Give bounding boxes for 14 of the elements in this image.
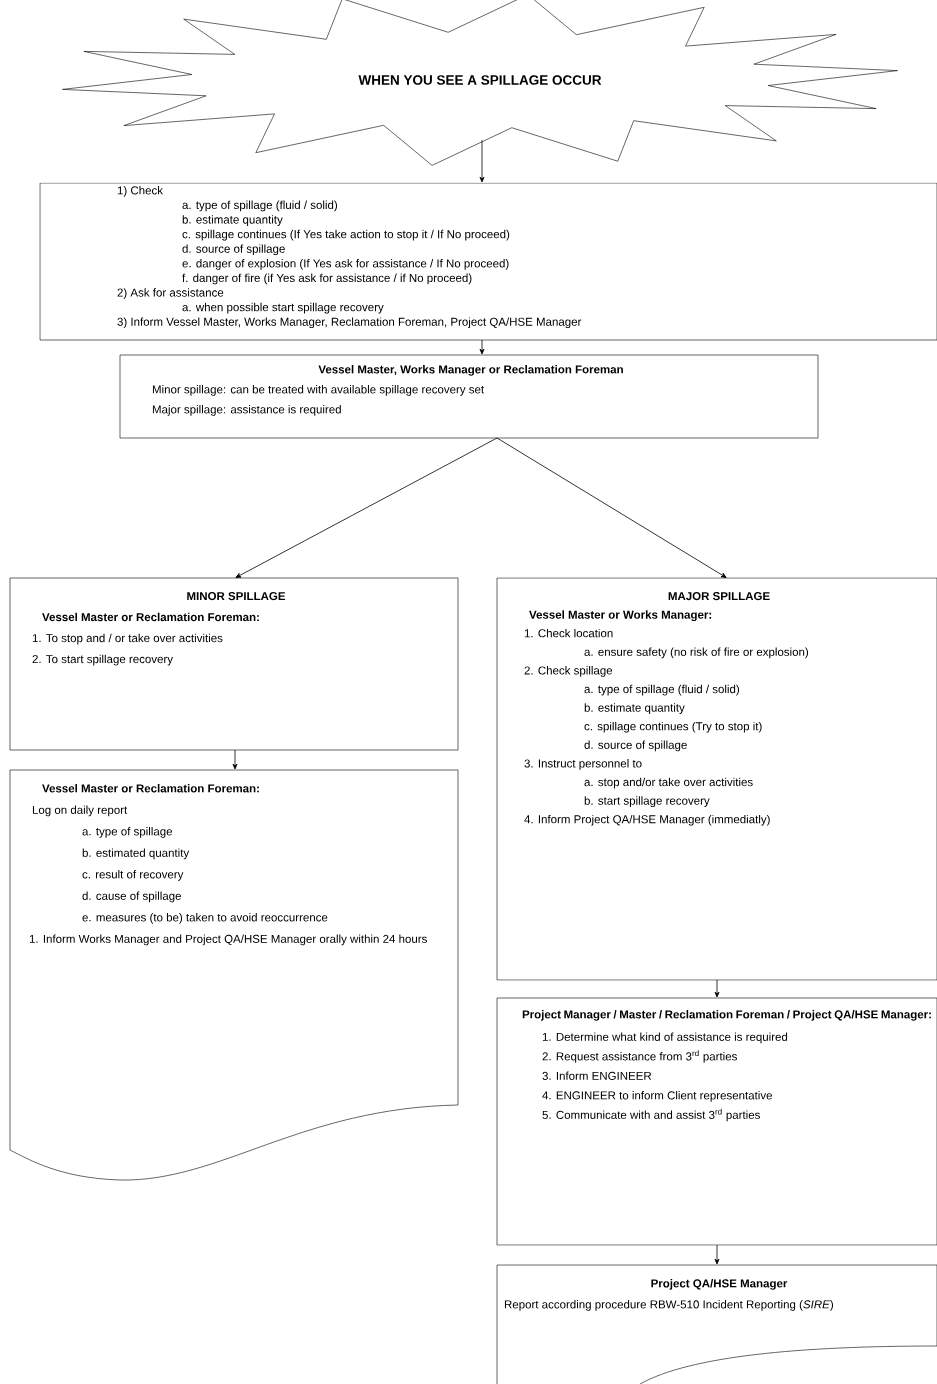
process-box: MINOR SPILLAGE Vessel Master or Reclamation Foreman: 1. To stop and / or take over activities 2. To start spillage recovery (9, 577, 459, 751)
arrow (714, 1244, 720, 1265)
arrow (479, 339, 485, 355)
arrow (235, 437, 498, 578)
document-box: Vessel Master or Reclamation Foreman: Log on daily report a. type of spillage b. estimated quantity c. result of recovery d. cause of spillage e. measures (to be) taken to avoid reoccurrence 1. Inform Works Manager and Project QA/HSE Manager orally within 24 hours (9, 769, 459, 1181)
process-box: MAJOR SPILLAGE Vessel Master or Works Manager: 1. Check location a. ensure safety (no risk of fire or explosion) 2. Check spillage a. type of spillage (fluid / solid) b. estimate quantity c. spillage continues (Try to stop it) d. source of spillage 3. Instruct personnel to a. stop and/or take over activities b. start spillage recovery 4. Inform Project QA/HSE Manager (immediatly) (496, 577, 937, 981)
arrow (714, 979, 720, 998)
arrow (479, 139, 485, 183)
arrow (496, 437, 727, 578)
arrow (232, 749, 238, 770)
process-box: 1) Check a. type of spillage (fluid / solid) b. estimate quantity c. spillage continues (If Yes take action to stop it / If No proceed) d. source of spillage e. danger of explosion (If Yes ask for assistance / If No proceed) f. danger of fire (if Yes ask for assistance / if No proceed) 2) Ask for assistance a. when possible start spillage recovery 3) Inform Vessel Master, Works Manager, Reclamation Foreman, Project QA/HSE Manager (39, 182, 937, 341)
process-box: Project Manager / Master / Reclamation Foreman / Project QA/HSE Manager: 1. Determine what kind of assistance is required 2. Request assistance from 3$^{rd}$ parties 3. Inform ENGINEER 4. ENGINEER to inform Client representative 5. Communicate with and assist 3$^{rd}$ parties (496, 997, 937, 1246)
document-box: Project QA/HSE Manager Report according procedure RBW-510 Incident Reporting (SIRE) (496, 1264, 937, 1384)
process-box: Vessel Master, Works Manager or Reclamation Foreman Minor spillage: can be treated with available spillage recovery set Major spillage: assistance is required (119, 354, 819, 439)
